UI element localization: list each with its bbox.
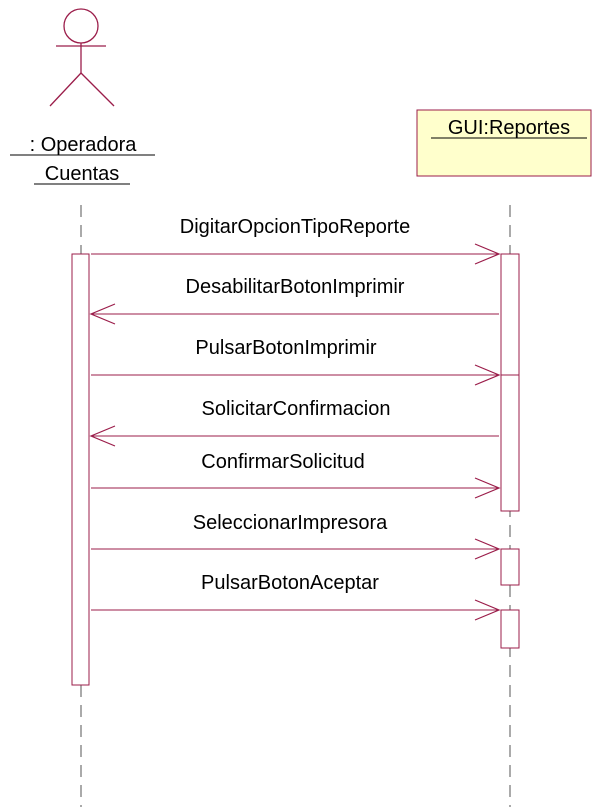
message-1: DigitarOpcionTipoReporte	[91, 216, 501, 265]
message-2: DesabilitarBotonImprimir	[89, 276, 499, 325]
actor-name-line1: : Operadora	[30, 134, 138, 156]
object-activation-bar	[500, 253, 520, 512]
message-2-label: DesabilitarBotonImprimir	[186, 276, 405, 298]
message-3: PulsarBotonImprimir	[91, 337, 501, 386]
message-3-label: PulsarBotonImprimir	[195, 337, 377, 359]
message-6: SeleccionarImpresora	[91, 512, 501, 560]
message-4: SolicitarConfirmacion	[89, 398, 499, 447]
object-name: GUI:Reportes	[448, 117, 570, 139]
message-7-label: PulsarBotonAceptar	[201, 572, 379, 594]
actor-stick-figure-icon	[49, 8, 115, 107]
object-activation-bar-2	[500, 548, 520, 586]
message-1-label: DigitarOpcionTipoReporte	[180, 216, 410, 238]
message-6-label: SeleccionarImpresora	[193, 512, 388, 534]
message-5-label: ConfirmarSolicitud	[201, 451, 364, 473]
object-activation-bar-3	[500, 609, 520, 649]
message-7: PulsarBotonAceptar	[91, 572, 501, 621]
actor-activation-bar	[71, 253, 90, 686]
message-5: ConfirmarSolicitud	[91, 451, 501, 499]
object-box	[416, 109, 592, 177]
message-4-label: SolicitarConfirmacion	[202, 398, 391, 420]
actor-name-line2: Cuentas	[45, 163, 120, 185]
